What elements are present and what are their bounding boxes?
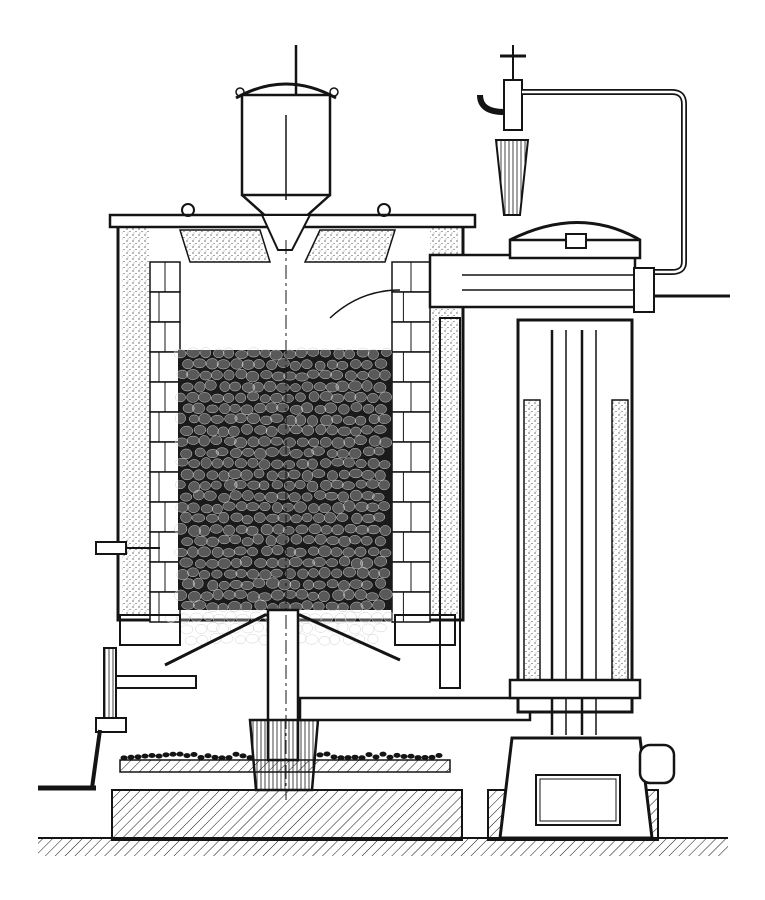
- connecting-duct: [298, 253, 640, 722]
- firebrick-lining: [149, 261, 181, 623]
- dome-cover: [508, 221, 642, 260]
- column-base: [498, 736, 676, 840]
- steam-valve: [477, 45, 530, 216]
- feed-hopper: [235, 45, 339, 251]
- fuel-charge: [164, 347, 395, 646]
- steam-pipe: [522, 89, 730, 313]
- hand-crank: [38, 729, 102, 791]
- crank-gear: [95, 647, 197, 733]
- side-poke-rod: [95, 541, 160, 555]
- firebrick-lining-right: [391, 261, 431, 623]
- ash-pit: [119, 751, 451, 773]
- vertical-tube-column: [508, 318, 642, 735]
